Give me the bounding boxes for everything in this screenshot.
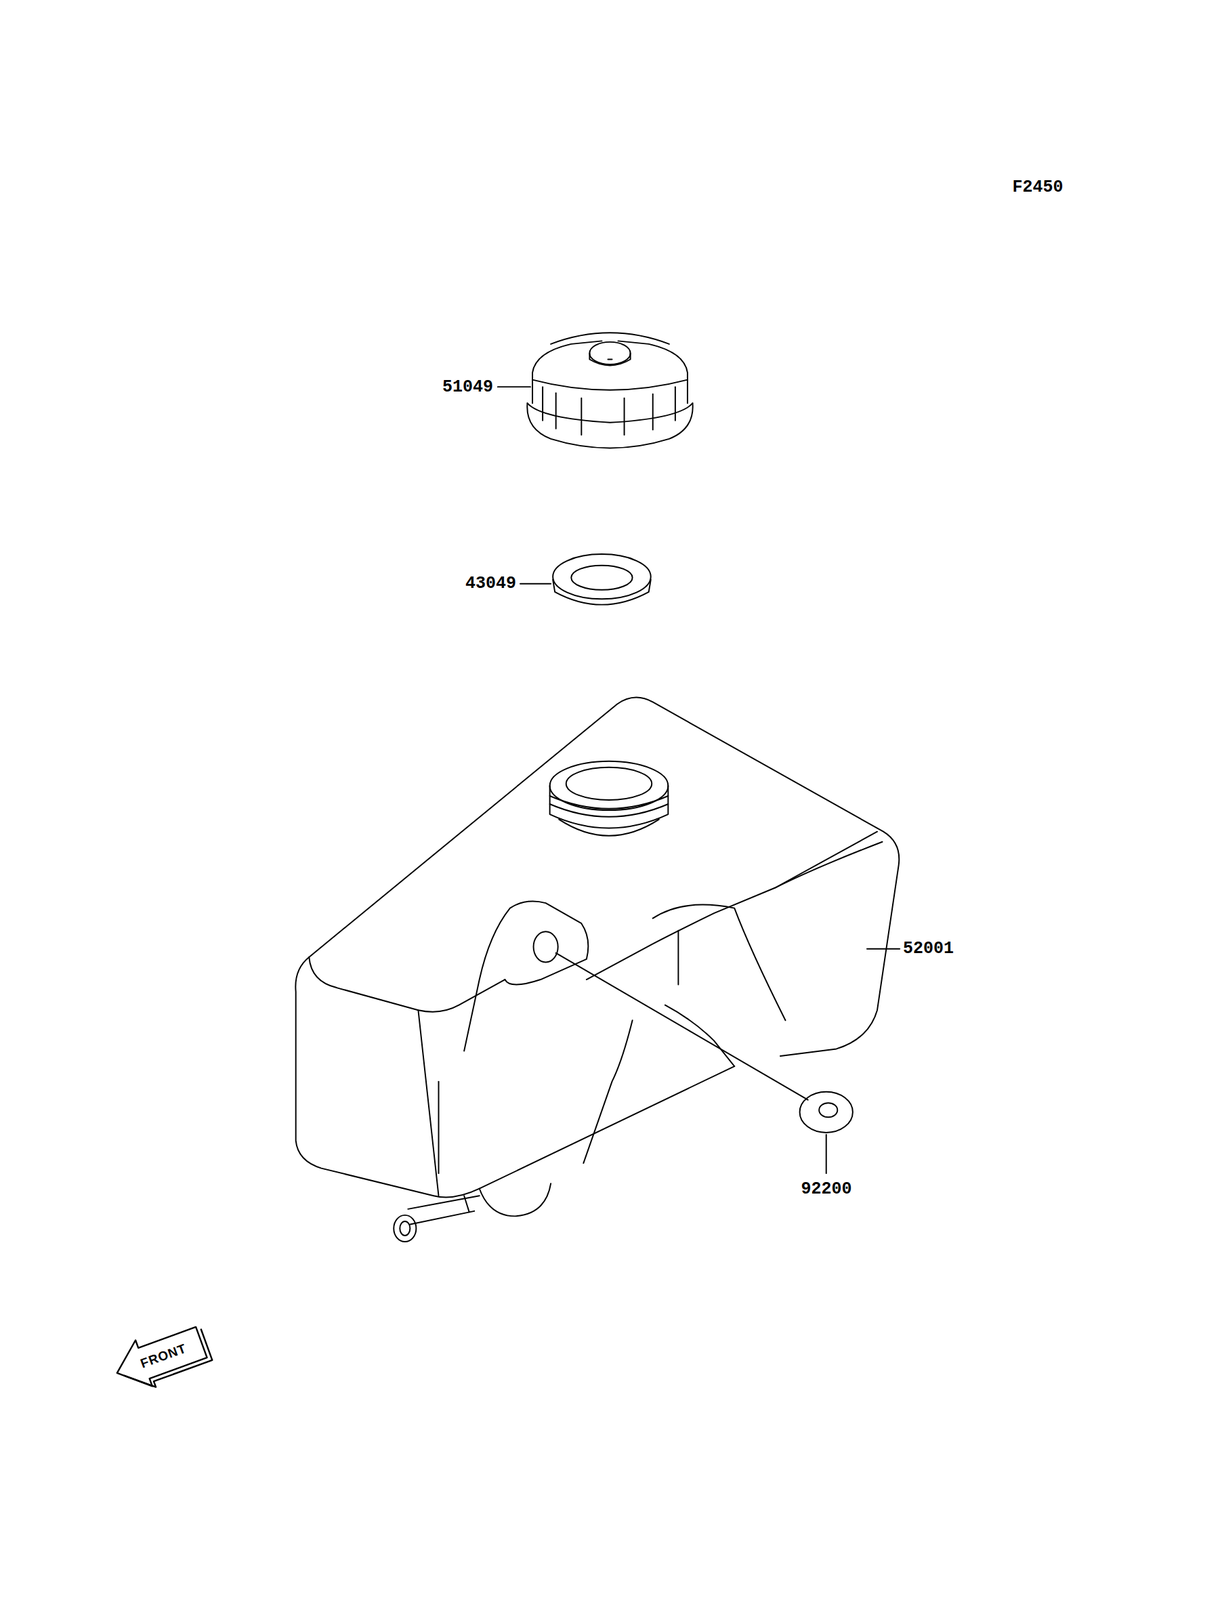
leader-line xyxy=(825,1134,828,1174)
leader-line xyxy=(520,583,551,585)
figure-number: F2450 xyxy=(1012,178,1063,196)
filler-cap xyxy=(527,332,693,448)
leader-line xyxy=(497,386,531,388)
reservoir-tank xyxy=(295,697,899,1242)
callout-number: 92200 xyxy=(800,1180,852,1198)
washer xyxy=(799,1091,853,1133)
leader-line xyxy=(867,948,900,950)
leader-line xyxy=(556,953,809,1101)
front-arrow xyxy=(108,1318,215,1399)
gasket-ring xyxy=(552,554,651,605)
callout-number: 43049 xyxy=(465,575,517,593)
callout-number: 51049 xyxy=(442,378,494,396)
callout-number: 52001 xyxy=(902,940,954,958)
